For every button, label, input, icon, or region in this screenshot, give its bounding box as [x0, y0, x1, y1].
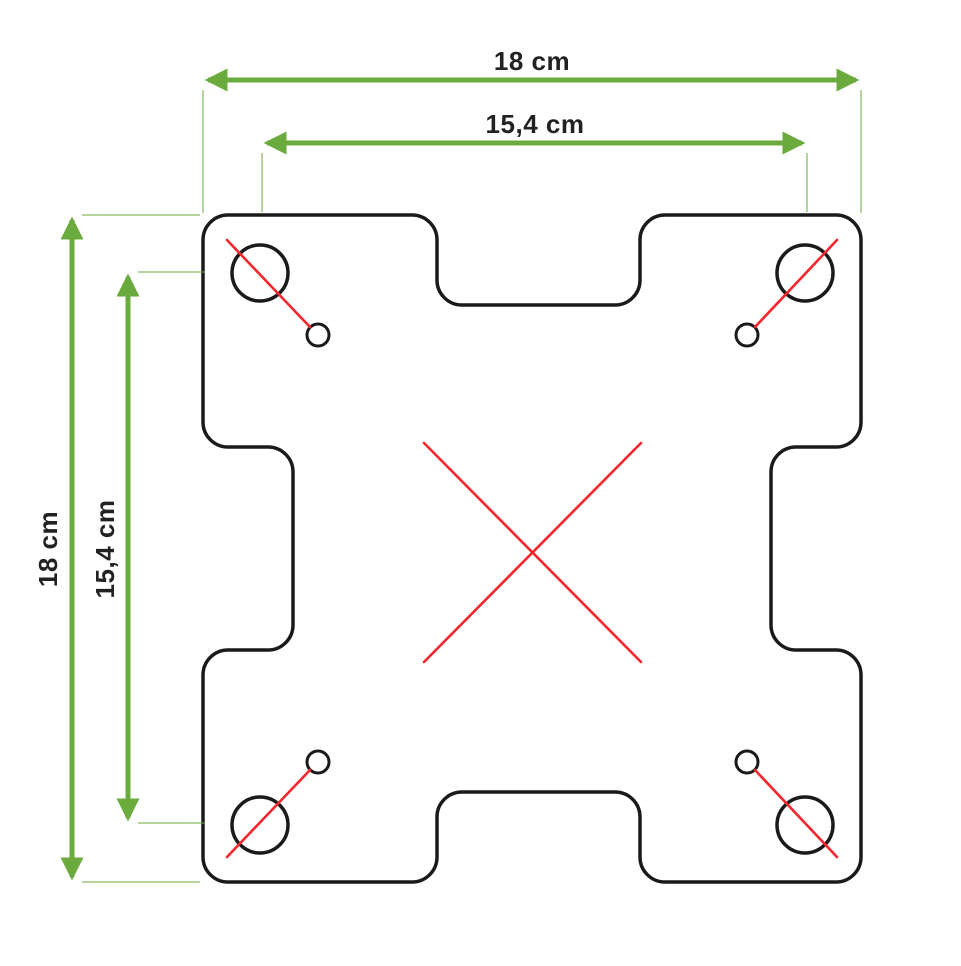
dimension-outer-height: 18 cm: [33, 214, 200, 883]
dimension-label-outer-width: 18 cm: [494, 46, 570, 76]
corner-hole-top-right: [775, 243, 835, 303]
dimension-label-outer-height: 18 cm: [33, 511, 63, 587]
center-cross-mark: [422, 441, 643, 664]
corner-hole-top-left: [230, 243, 290, 303]
pilot-hole-bottom-left: [305, 749, 331, 775]
diagonal-mark-bottom-right: [753, 768, 839, 859]
center-cross-line-2: [422, 441, 643, 664]
diagonal-mark-bottom-left: [225, 768, 312, 859]
pilot-hole-top-left: [305, 322, 331, 348]
dimension-label-inner-width: 15,4 cm: [486, 109, 585, 139]
dimension-label-inner-height: 15,4 cm: [90, 500, 120, 599]
plate-drawing: [201, 213, 863, 884]
dimension-inner-height: 15,4 cm: [90, 271, 205, 824]
dimension-outer-width: 18 cm: [202, 46, 862, 213]
pilot-hole-bottom-right: [734, 749, 760, 775]
diagonal-mark-top-left: [225, 238, 312, 329]
pilot-hole-top-right: [734, 322, 760, 348]
diagonal-mark-top-right: [753, 238, 839, 329]
dimension-inner-width: 15,4 cm: [261, 109, 808, 212]
plate-outline: [201, 213, 863, 884]
corner-hole-bottom-right: [775, 795, 835, 855]
dimension-annotations: 18 cm 15,4 cm 18 cm 15,4 cm: [33, 46, 862, 883]
corner-hole-bottom-left: [230, 795, 290, 855]
